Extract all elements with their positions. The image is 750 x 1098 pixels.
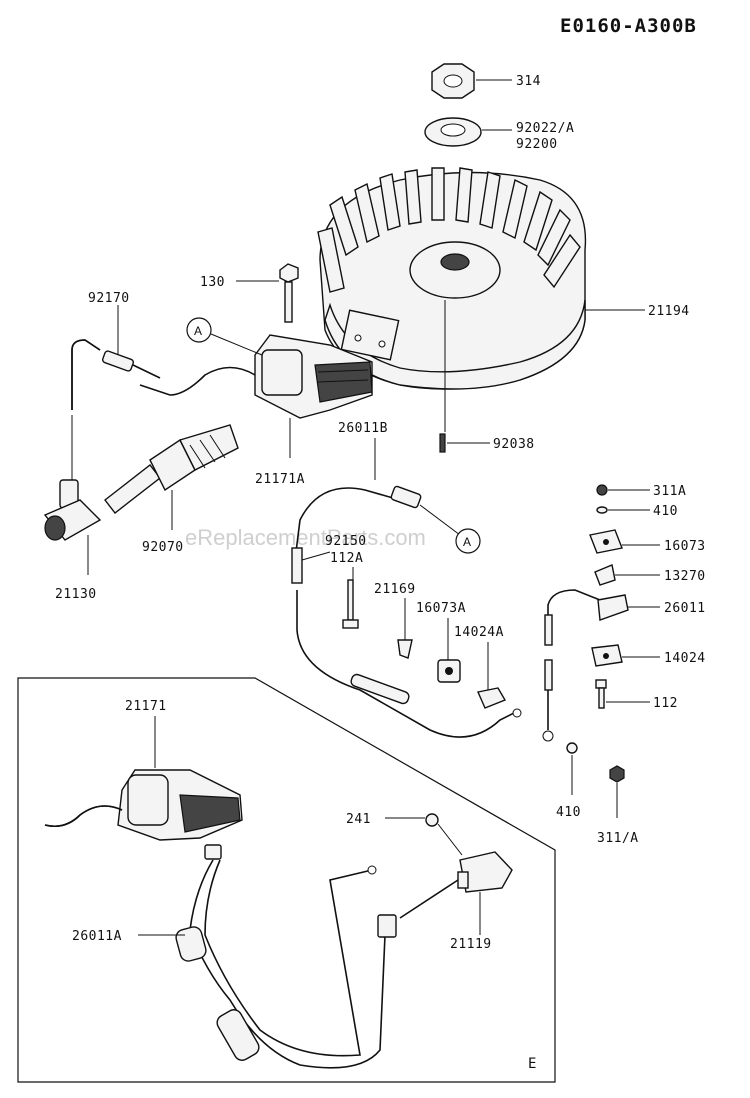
inset-label: E — [528, 1056, 537, 1072]
bracket-14024A — [477, 687, 507, 709]
sleeve-92150 — [291, 547, 303, 584]
label-16073: 16073 — [664, 539, 706, 554]
nut-314 — [431, 63, 475, 99]
flywheel-21194 — [317, 167, 587, 390]
bolt-130 — [279, 263, 299, 323]
label-92150: 92150 — [325, 534, 367, 549]
label-241: 241 — [346, 812, 371, 827]
ignition-coil-21171A — [254, 334, 373, 419]
screw-241 — [425, 813, 439, 827]
label-410-top: 410 — [653, 504, 678, 519]
label-112: 112 — [653, 696, 678, 711]
label-26011: 26011 — [664, 601, 706, 616]
label-21171: 21171 — [125, 699, 167, 714]
key-92038 — [439, 433, 446, 453]
label-311A-top: 311A — [653, 484, 686, 499]
label-21194: 21194 — [648, 304, 690, 319]
label-14024: 14024 — [664, 651, 706, 666]
harness-26011A — [175, 844, 397, 1069]
diagram-code: E0160-A300B — [560, 15, 697, 37]
label-21169: 21169 — [374, 582, 416, 597]
label-21171A: 21171A — [255, 472, 305, 487]
label-14024A: 14024A — [454, 625, 504, 640]
nut-311A-bottom — [609, 765, 625, 783]
label-92170: 92170 — [88, 291, 130, 306]
bracket-14024 — [591, 644, 623, 667]
clip-13270 — [594, 564, 616, 586]
wire-26011B — [294, 487, 401, 561]
label-26011A: 26011A — [72, 929, 122, 944]
label-16073A: 16073A — [416, 601, 466, 616]
holder-16073 — [589, 529, 623, 554]
label-410-bottom: 410 — [556, 805, 581, 820]
washer-410-bottom — [566, 742, 578, 754]
label-21119: 21119 — [450, 937, 492, 952]
watermark: eReplacementParts.com — [185, 525, 426, 550]
label-13270: 13270 — [664, 569, 706, 584]
label-92038: 92038 — [493, 437, 535, 452]
washer-410-top — [596, 506, 608, 514]
label-21130: 21130 — [55, 587, 97, 602]
label-92200: 92200 — [516, 137, 558, 152]
label-26011B: 26011B — [338, 421, 388, 436]
nut-311A-top — [596, 484, 608, 496]
label-314: 314 — [516, 74, 541, 89]
clip-21169 — [397, 639, 413, 659]
screw-112A — [342, 579, 359, 629]
label-112A: 112A — [330, 551, 363, 566]
cap-92170 — [101, 350, 161, 379]
spark-plug-92070 — [104, 424, 239, 514]
inset-panel-e — [17, 677, 556, 1083]
callout-a-top — [186, 317, 212, 343]
callout-a-top-letter: A — [194, 324, 202, 338]
washer-92022 — [424, 117, 482, 147]
label-92022: 92022/A — [516, 121, 574, 136]
screw-112 — [595, 679, 607, 709]
holder-16073A — [437, 659, 461, 683]
plug-cap-21130 — [43, 479, 102, 541]
wire-26011 — [542, 589, 629, 742]
module-21119 — [457, 851, 513, 893]
callout-a-bottom-letter: A — [463, 535, 471, 549]
ignition-coil-21171 — [117, 769, 243, 841]
callout-a-bottom — [455, 528, 481, 554]
label-130: 130 — [200, 275, 225, 290]
label-311A-bottom: 311/A — [597, 831, 639, 846]
label-92070: 92070 — [142, 540, 184, 555]
